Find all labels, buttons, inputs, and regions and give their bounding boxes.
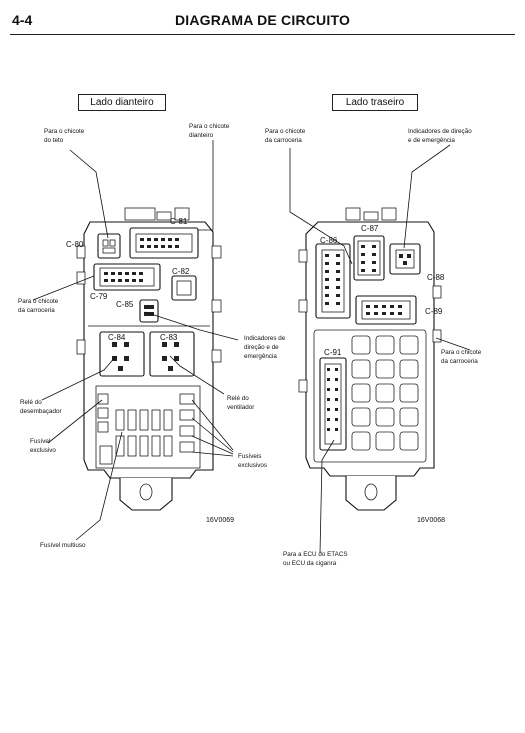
connector-c83: C-83 (160, 333, 178, 342)
label-body-harness-l1: Para o chicote (18, 298, 59, 305)
connector-c86: C-86 (320, 236, 338, 245)
front-figure-code: 16V0069 (206, 517, 234, 524)
label-exclusive-fuses-l2: exclusivos (238, 462, 267, 469)
label-body-harness-l2: da carroceria (18, 307, 55, 314)
rear-leader-lines (289, 144, 471, 554)
label-rear-body-harness-right-l1: Para o chicote (441, 349, 482, 356)
label-defogger-relay-l2: desembaçador (20, 408, 62, 415)
label-exclusive-fuse-l2: exclusivo (30, 447, 56, 454)
label-hazard-l2: direção e de (244, 344, 279, 351)
label-multipurpose-fuse: Fusível multiuso (40, 542, 86, 549)
page-number: 4-4 (12, 12, 33, 28)
label-etacs-ecu-l1: Para a ECU do ETACS (283, 551, 348, 558)
label-fan-relay-l2: ventilador (227, 404, 254, 411)
connector-c82: C-82 (172, 267, 190, 276)
label-hazard-l3: emergência (244, 353, 277, 360)
label-rear-hazard-l1: Indicadores de direção (408, 128, 472, 135)
label-front-harness-l2: dianteiro (189, 132, 214, 139)
label-defogger-relay-l1: Relé do (20, 399, 42, 406)
connector-c85: C-85 (116, 300, 134, 309)
connector-c80: C-80 (66, 240, 84, 249)
connector-c88: C-88 (427, 273, 445, 282)
label-roof-harness-l1: Para o chicote (44, 128, 85, 135)
label-hazard-l1: Indicadores de (244, 335, 286, 342)
label-exclusive-fuse-l1: Fusível (30, 438, 50, 445)
rear-fuse-box-drawing (298, 207, 442, 511)
label-rear-body-harness-l2: da carroceria (265, 137, 302, 144)
label-front-harness-l1: Para o chicote (189, 123, 230, 130)
rear-side-title: Lado traseiro (332, 94, 418, 111)
label-rear-hazard-l2: e de emergência (408, 137, 455, 144)
label-rear-body-harness-right-l2: da carroceria (441, 358, 478, 365)
label-exclusive-fuses-l1: Fusíveis (238, 453, 261, 460)
connector-c81: C-81 (170, 217, 188, 226)
front-fuse-box-drawing (76, 207, 222, 511)
connector-c79: C-79 (90, 292, 108, 301)
connector-c91: C-91 (324, 348, 342, 357)
label-fan-relay-l1: Relé do (227, 395, 249, 402)
label-etacs-ecu-l2: ou ECU da ciganra (283, 560, 337, 567)
front-leader-lines (32, 140, 239, 541)
connector-c87: C-87 (361, 224, 379, 233)
front-side-title: Lado dianteiro (78, 94, 166, 111)
label-rear-body-harness-l1: Para o chicote (265, 128, 306, 135)
rear-figure-code: 16V0068 (417, 517, 445, 524)
header-rule (10, 34, 515, 35)
page-title: DIAGRAMA DE CIRCUITO (174, 12, 351, 28)
connector-c84: C-84 (108, 333, 126, 342)
label-roof-harness-l2: do teto (44, 137, 64, 144)
connector-c89: C-89 (425, 307, 443, 316)
